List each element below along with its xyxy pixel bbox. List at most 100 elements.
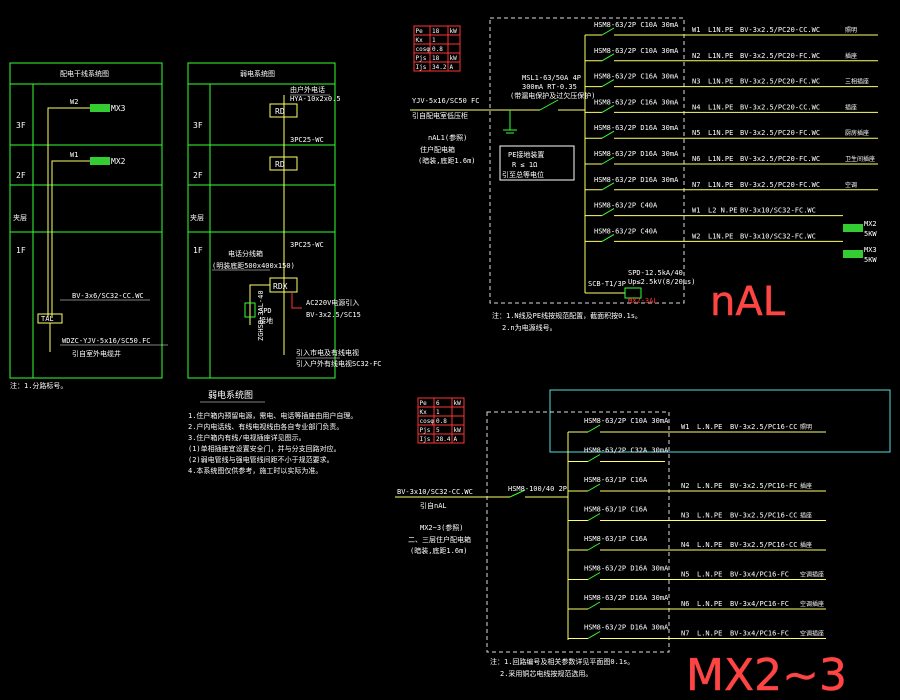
riser1-title: 配电干线系统图 bbox=[60, 69, 109, 78]
load-table-value: 1 bbox=[436, 409, 440, 416]
nal-panel-outline bbox=[489, 17, 685, 304]
branch-breaker bbox=[601, 208, 615, 217]
branch-breaker bbox=[587, 483, 601, 492]
pe-box-label3: 引至总等电位 bbox=[502, 170, 544, 179]
branch-use: 照明 bbox=[845, 27, 857, 34]
branch-breaker-label: HSM8-63/2P C16A 30mA bbox=[594, 73, 679, 81]
weak-note-line: (1)单相插座宜设置安全门，并与分支回路对应。 bbox=[188, 444, 341, 453]
mx-panel-desc: 二、三层住户配电箱 bbox=[408, 535, 471, 544]
highlight-frame bbox=[549, 389, 891, 453]
load-table-key: Pe bbox=[420, 400, 428, 407]
branch-breaker-label: HSM8-63/2P C10A 30mA bbox=[594, 47, 679, 55]
pe-box bbox=[499, 145, 575, 181]
riser2-box-label2: (明装底距500x400x150) bbox=[212, 261, 295, 270]
branch-breaker-label: HSM8-63/2P D16A 30mA bbox=[584, 565, 669, 573]
branch-breaker-label: HSM8-63/2P D16A 30mA bbox=[584, 594, 669, 602]
branch-use: 空调插座 bbox=[800, 571, 824, 579]
branch-use: 卫生间插座 bbox=[845, 155, 875, 163]
riser2-cable-low: 3PC25-WC bbox=[290, 241, 324, 249]
rd-box-2f bbox=[269, 156, 298, 171]
branch-phase: L1N.PE bbox=[708, 26, 733, 34]
riser1-wire-mx2 bbox=[51, 160, 90, 318]
branch-breaker bbox=[587, 631, 601, 639]
riser2-top-label: 由户外电话 bbox=[290, 85, 325, 94]
branch-phase: L.N.PE bbox=[697, 630, 722, 638]
floor-label-2f: 2F bbox=[193, 171, 203, 180]
floor-label-mezz: 夹层 bbox=[13, 213, 27, 222]
riser1-w1: W1 bbox=[70, 151, 78, 159]
branch-id: N2 bbox=[681, 482, 689, 490]
branch-use: 空调 bbox=[845, 181, 857, 189]
branch-breaker-label: HSM8-63/2P C40A bbox=[594, 227, 658, 235]
out-mx3-label: MX3 bbox=[864, 246, 877, 254]
branch-cable: BV-3x10/SC32-FC.WC bbox=[740, 207, 816, 215]
branch-breaker-label: HSM8-63/2P D16A 30mA bbox=[594, 124, 679, 132]
branch-id: W2 bbox=[692, 232, 700, 240]
branch-use: 插座 bbox=[845, 103, 857, 111]
load-table-unit: kW bbox=[450, 28, 458, 35]
mx-note: 注：1.回路编号及相关参数详见平面图0.1s。 bbox=[490, 657, 634, 666]
nal-panel-desc: 住户配电箱 bbox=[420, 145, 455, 154]
load-table-key: Ijs bbox=[420, 436, 431, 443]
nal-panel-desc2: (暗装,底距1.6m) bbox=[418, 156, 476, 165]
mx2-box bbox=[90, 157, 110, 165]
branch-breaker bbox=[601, 104, 615, 113]
branch-breaker bbox=[601, 53, 615, 62]
riser1-mx3-label: MX3 bbox=[111, 104, 126, 113]
riser1-cable1: BV-3x6/SC32-CC.WC bbox=[72, 292, 144, 300]
spd-text: SPD bbox=[259, 307, 272, 315]
branch-breaker-label: HSM8-63/1P C16A bbox=[584, 535, 648, 543]
weak-system-title: 弱电系统图 bbox=[208, 389, 253, 401]
out-mx2-label: MX2 bbox=[864, 220, 877, 228]
branch-breaker bbox=[587, 513, 601, 521]
nal-main-breaker2: 300mA RT-0.35 bbox=[522, 83, 577, 91]
load-table-value: 1 bbox=[432, 37, 436, 44]
mx-panel-outline bbox=[486, 411, 670, 653]
power-riser-diagram: 配电干线系统图 3F 2F 夹层 1F W2 MX3 W1 MX2 BV-3x6… bbox=[9, 62, 168, 390]
branch-breaker bbox=[601, 233, 615, 242]
riser2-bottom-label2: 引入户外有线电视SC32-FC bbox=[296, 359, 382, 368]
branch-phase: L1N.PE bbox=[708, 181, 733, 189]
riser1-w2: W2 bbox=[70, 98, 78, 106]
branch-breaker-label: HSM8-63/2P C16A 30mA bbox=[594, 98, 679, 106]
branch-use: 空调插座 bbox=[800, 600, 824, 608]
nal-spd-label: SPD-12.5kA/40 bbox=[628, 269, 683, 277]
branch-phase: L2 N.PE bbox=[708, 207, 738, 215]
load-table-unit: A bbox=[450, 64, 454, 71]
mx3-box bbox=[90, 104, 110, 112]
weak-note-line: 2.户内电话线、有线电视线由各自专业部门负责。 bbox=[188, 422, 343, 431]
branch-breaker bbox=[587, 572, 601, 580]
branch-breaker-label: HSM8-63/2P C10A 30mA bbox=[584, 417, 669, 425]
grounding-label: 接地 bbox=[259, 316, 273, 325]
branch-phase: L1N.PE bbox=[708, 129, 733, 137]
mx-main-breaker-symbol bbox=[509, 489, 526, 498]
riser1-tal: TAL bbox=[41, 315, 54, 323]
branch-breaker bbox=[587, 601, 601, 610]
branch-id: W1 bbox=[681, 423, 689, 431]
branch-id: W1 bbox=[692, 207, 700, 215]
weak-notes-list: 1.住户箱内预留电源，需电、电话等插座由用户自理。2.户内电话线、有线电视线由各… bbox=[188, 411, 357, 475]
mx-panel-desc2: (暗装,底距1.6m) bbox=[410, 546, 468, 555]
branch-use: 插座 bbox=[800, 541, 812, 549]
branch-cable: BV-3x2.5/PC20-CC.WC bbox=[740, 26, 820, 34]
load-table-unit: kW bbox=[450, 55, 458, 62]
load-table-value: 5 bbox=[436, 427, 440, 434]
branch-breaker-label: HSM8-63/2P C40A bbox=[594, 202, 658, 210]
riser2-title: 弱电系统图 bbox=[240, 69, 275, 78]
branch-id: N6 bbox=[692, 155, 700, 163]
branch-cable: BV-3x2.5/PC20-CC.WC bbox=[740, 103, 820, 111]
riser2-ac-label2: BV-3x2.5/SC15 bbox=[306, 311, 361, 319]
branch-phase: L1N.PE bbox=[708, 232, 733, 240]
branch-id: W1 bbox=[692, 26, 700, 34]
nal-spd-label2: Up≤2.5kV(8/20μs) bbox=[628, 278, 695, 286]
branch-cable: BV-3x2.5/PC16-CC bbox=[730, 423, 797, 431]
branch-phase: L1N.PE bbox=[708, 78, 733, 86]
load-table-unit: kW bbox=[454, 400, 462, 407]
floor-label-2f: 2F bbox=[16, 171, 26, 180]
branch-breaker bbox=[587, 424, 601, 433]
riser2-frame bbox=[187, 62, 336, 379]
branch-id: N7 bbox=[681, 630, 689, 638]
